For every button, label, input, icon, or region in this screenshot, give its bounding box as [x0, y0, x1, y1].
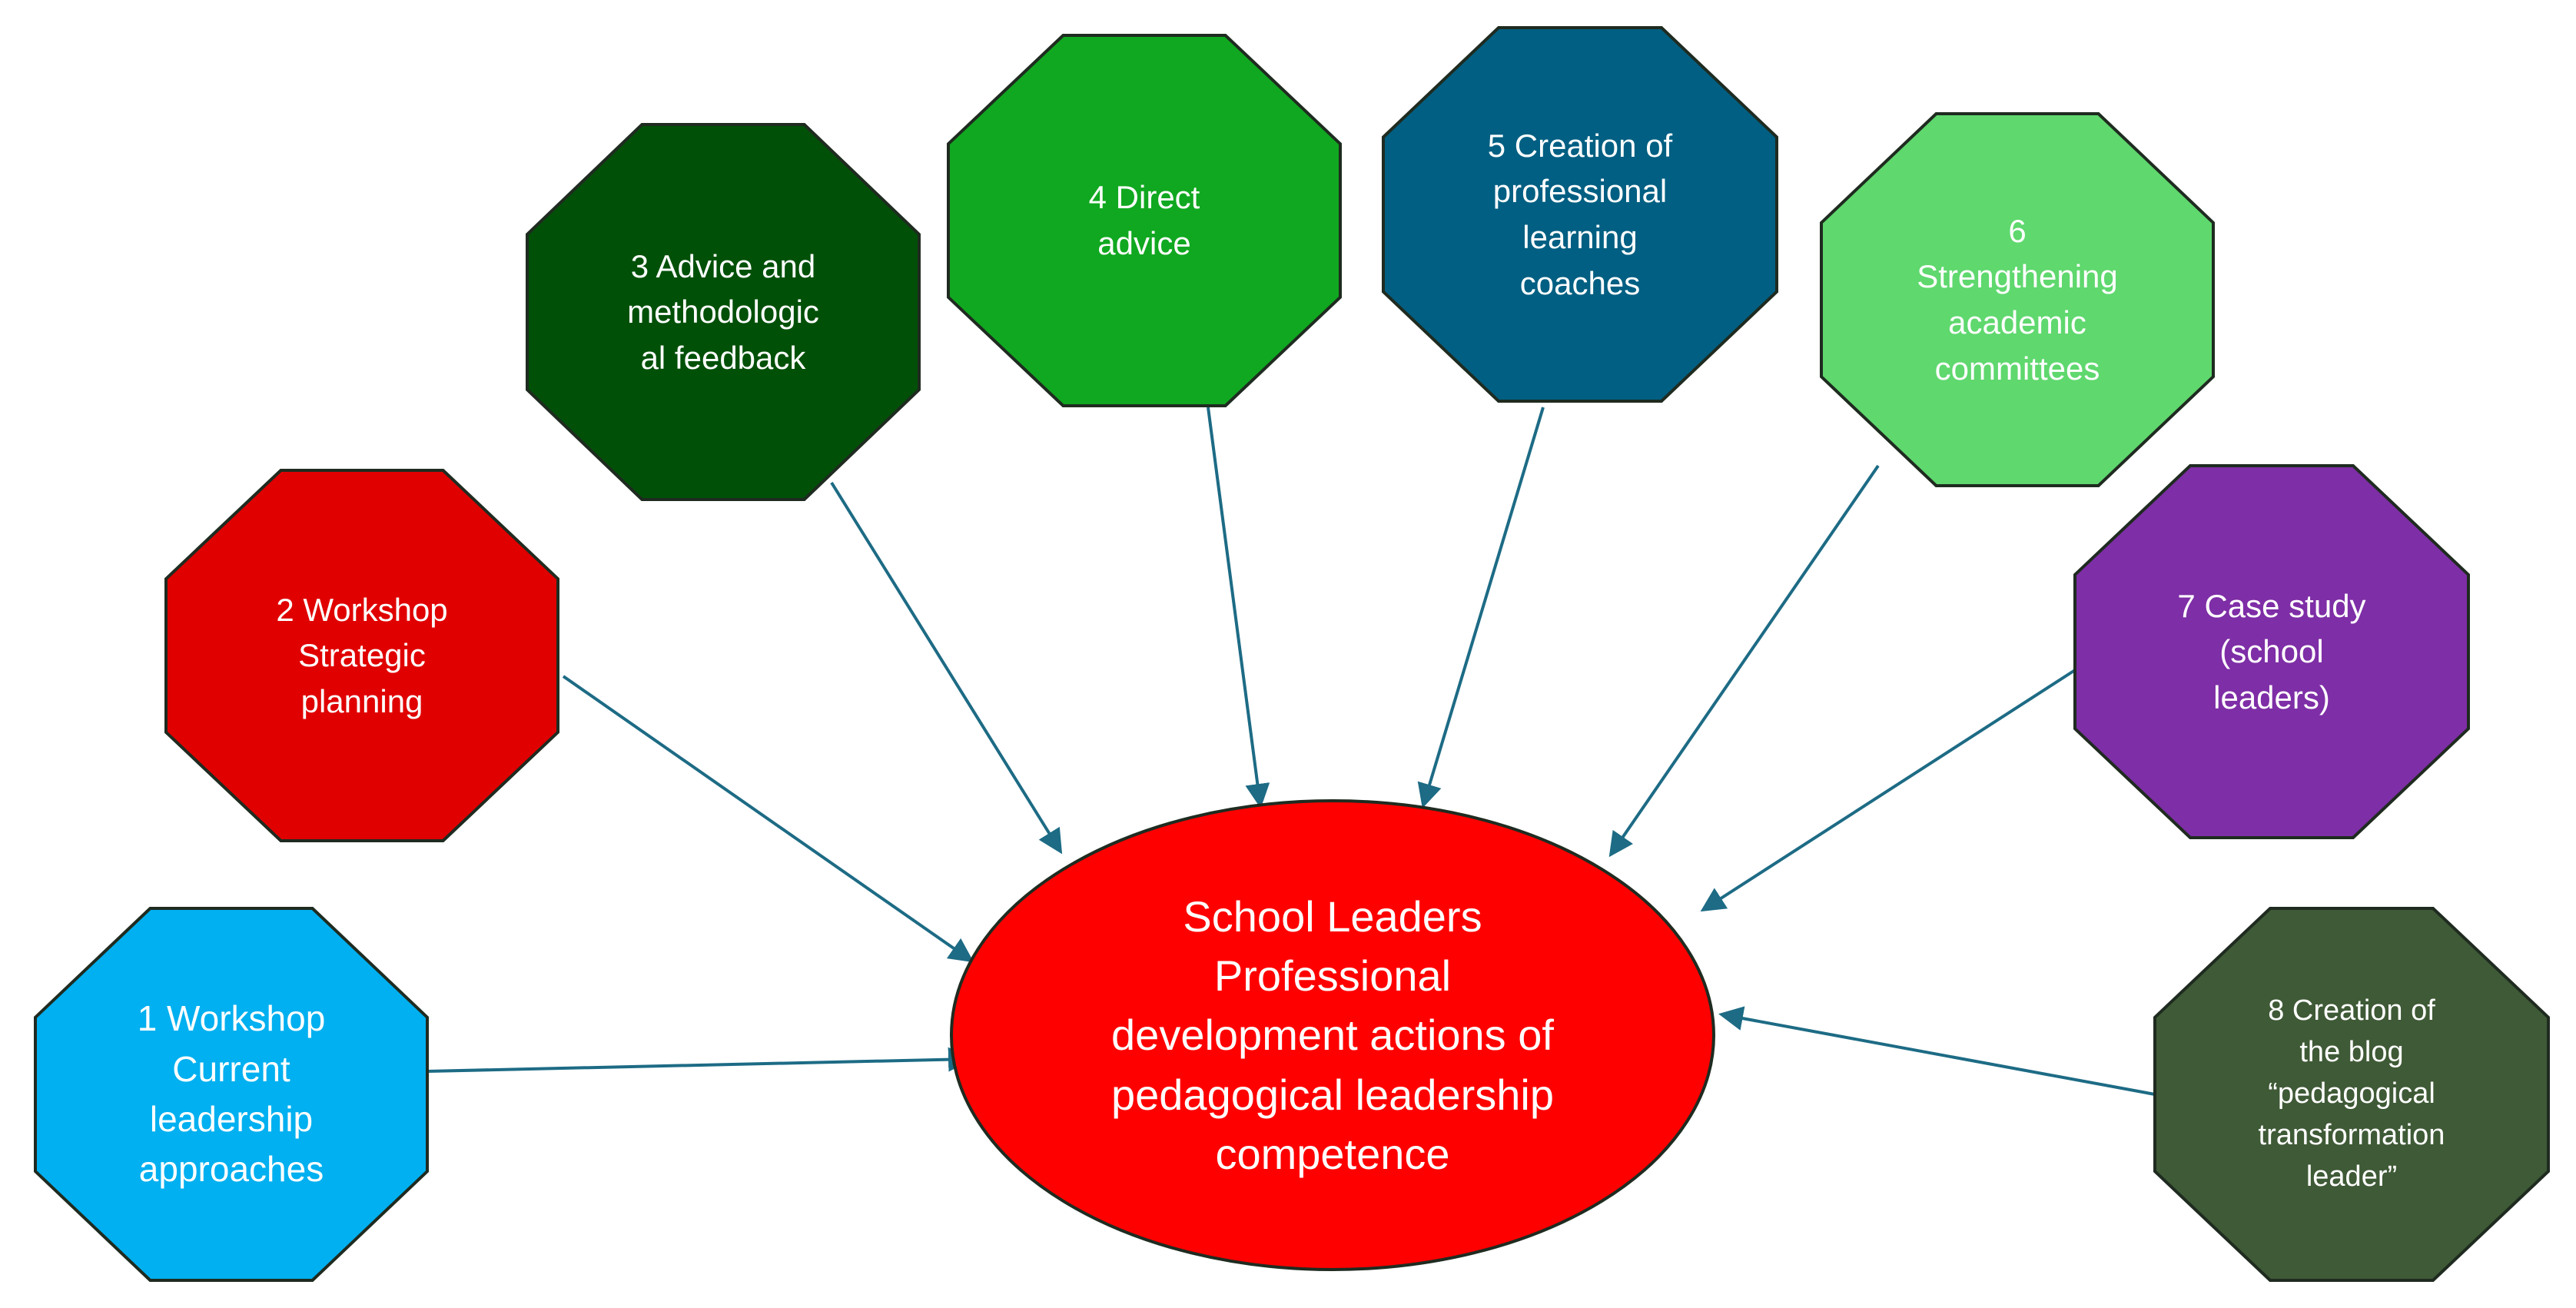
- node-6-label-line: 6: [2008, 212, 2027, 249]
- octagon-node-2: [164, 469, 559, 842]
- node-3-label-line: methodologic: [627, 294, 819, 330]
- arrow-3-to-center: [830, 481, 1063, 855]
- octagon-node-6: [1820, 112, 2215, 487]
- node-1-label-line: Current: [172, 1048, 290, 1089]
- node-7-label: 7 Case study (school leaders): [2075, 466, 2468, 838]
- node-7-label-line: leaders): [2213, 679, 2330, 715]
- node-3-label: 3 Advice and methodologic al feedback: [527, 124, 919, 500]
- node-8-label-line: the blog: [2299, 1036, 2404, 1069]
- octagon-node-1: [34, 907, 429, 1282]
- node-5-label-line: learning: [1522, 219, 1638, 255]
- center-label-line: development actions of: [1111, 1011, 1554, 1060]
- arrow-6-to-center: [1608, 464, 1880, 858]
- node-8-label-line: 8 Creation of: [2268, 994, 2435, 1027]
- node-1-label-line: 1 Workshop: [137, 998, 326, 1039]
- node-4-label-line: advice: [1097, 225, 1191, 261]
- node-1-label-line: approaches: [138, 1149, 324, 1190]
- node-3-label-line: 3 Advice and: [630, 247, 816, 284]
- octagon-node-4: [947, 34, 1342, 407]
- node-8-label-line: leader”: [2305, 1160, 2398, 1193]
- arrow-5-to-center: [1417, 407, 1545, 808]
- center-label-line: School Leaders: [1183, 891, 1482, 941]
- arrow-8-to-center: [1718, 1006, 2156, 1096]
- node-1-label-line: leadership: [149, 1099, 314, 1139]
- node-5-label-line: 5 Creation of: [1487, 127, 1673, 164]
- node-2-label-line: 2 Workshop: [276, 591, 448, 628]
- center-label-line: pedagogical leadership: [1111, 1070, 1554, 1119]
- octagon-node-3: [526, 123, 921, 501]
- node-6-label-line: committees: [1934, 350, 2100, 387]
- octagon-node-7: [2073, 464, 2470, 839]
- node-7-label-line: (school: [2219, 633, 2324, 670]
- node-5-label-line: coaches: [1519, 264, 1641, 301]
- node-5-label-line: professional: [1492, 173, 1668, 210]
- node-3-label-line: al feedback: [640, 339, 806, 376]
- node-2-label-line: planning: [300, 682, 423, 719]
- arrow-1-to-center: [427, 1047, 973, 1073]
- node-2-label-line: Strategic: [298, 637, 426, 674]
- arrow-2-to-center: [562, 675, 974, 963]
- node-6-label-line: Strengthening: [1917, 258, 2118, 295]
- node-5-label: 5 Creation of professional learning coaches: [1383, 28, 1777, 401]
- node-8-label-line: transformation: [2258, 1118, 2445, 1151]
- node-8-label: 8 Creation of the blog “pedagogical transfo…: [2155, 908, 2548, 1280]
- node-8-label-line: “pedagogical: [2268, 1077, 2435, 1110]
- center-ellipse: [950, 799, 1715, 1271]
- node-4-label-line: 4 Direct: [1088, 179, 1200, 216]
- node-4-label: 4 Direct advice: [948, 35, 1340, 406]
- node-6-label-line: academic: [1948, 304, 2086, 340]
- center-label-line: Professional: [1213, 951, 1452, 1001]
- arrow-7-to-center: [1700, 669, 2076, 912]
- octagon-node-8: [2153, 907, 2550, 1282]
- octagon-node-5: [1382, 26, 1778, 403]
- center-label-line: competence: [1215, 1129, 1450, 1178]
- arrow-4-to-center: [1207, 407, 1270, 808]
- node-7-label-line: 7 Case study: [2177, 587, 2366, 624]
